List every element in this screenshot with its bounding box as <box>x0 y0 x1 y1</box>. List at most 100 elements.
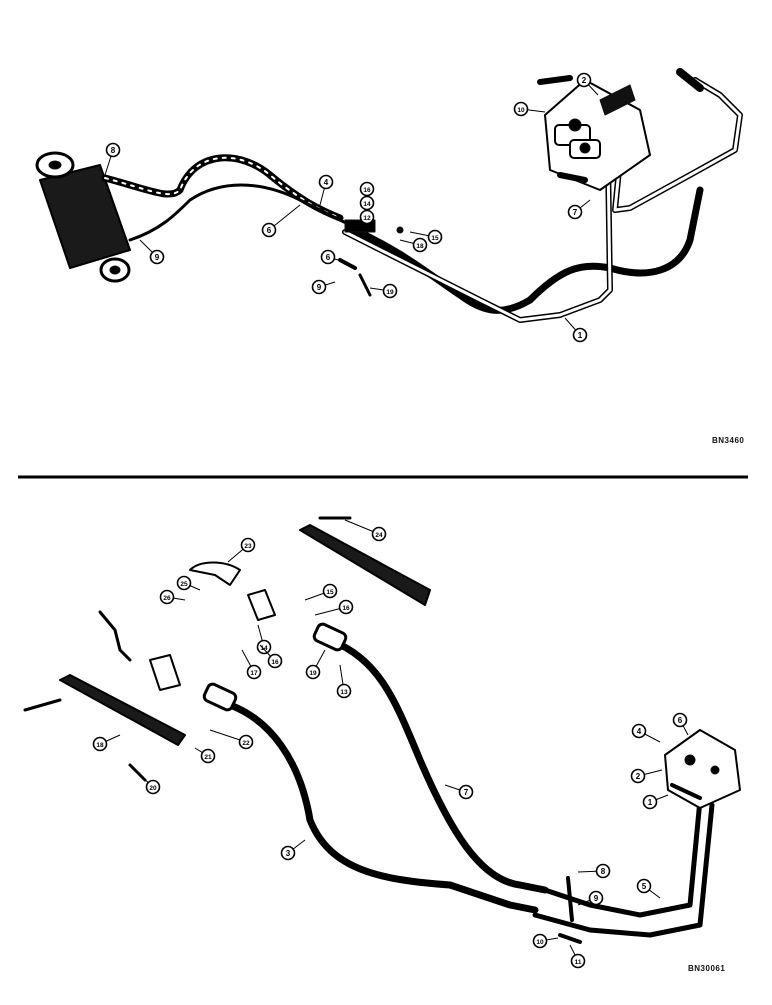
callout-circle <box>261 222 277 238</box>
callout-circle <box>338 599 354 615</box>
callout-b25: 10 <box>532 933 559 949</box>
callout-circle <box>458 784 474 800</box>
callout-circle <box>513 101 529 117</box>
callout-t9: 12 <box>359 209 375 229</box>
callout-number: 8 <box>111 146 116 155</box>
callout-number: 6 <box>326 253 331 262</box>
callout-b5: 15 <box>304 583 338 601</box>
mounting-bracket-upper <box>299 524 431 606</box>
callout-number: 6 <box>678 716 683 725</box>
callout-b13: 22 <box>209 729 254 750</box>
callout-circle <box>570 953 586 969</box>
callout-number: 20 <box>149 785 157 792</box>
callout-circle <box>567 204 583 220</box>
callout-number: 8 <box>601 867 606 876</box>
callout-t1: 2 <box>576 72 599 96</box>
callout-t16: 1 <box>564 317 588 343</box>
callout-b8: 16 <box>259 644 283 669</box>
callout-number: 3 <box>286 849 291 858</box>
callout-circle <box>256 639 272 655</box>
callout-number: 7 <box>464 788 469 797</box>
callout-number: 22 <box>242 740 250 747</box>
callout-number: 1 <box>578 331 583 340</box>
callout-number: 15 <box>326 589 334 596</box>
callout-number: 16 <box>363 187 371 194</box>
hydraulic-cylinder <box>35 151 131 283</box>
callout-number: 16 <box>271 659 279 666</box>
callout-circle <box>636 878 652 894</box>
hose-3 <box>226 701 539 914</box>
callout-number: 23 <box>244 543 252 550</box>
callout-circle <box>238 734 254 750</box>
callout-circle <box>246 664 262 680</box>
callout-circle <box>149 249 165 265</box>
callout-circle <box>359 195 375 211</box>
callout-t2: 10 <box>513 101 546 117</box>
callout-b18: 4 <box>631 723 661 743</box>
callout-t5: 6 <box>261 204 301 238</box>
callout-circle <box>588 890 604 906</box>
callout-number: 9 <box>155 253 160 262</box>
callout-circle <box>642 794 658 810</box>
callout-circle <box>320 249 336 265</box>
callout-number: 4 <box>637 727 642 736</box>
callout-number: 16 <box>342 605 350 612</box>
callout-circle <box>311 279 327 295</box>
callout-number: 4 <box>324 178 329 187</box>
callout-circle <box>280 845 296 861</box>
callout-number: 10 <box>517 107 525 114</box>
callout-number: 21 <box>204 754 212 761</box>
callout-t7: 16 <box>359 181 375 211</box>
callout-circle <box>336 683 352 699</box>
callout-circle <box>672 712 688 728</box>
callout-layer: 2108964161412151869197124232526151614161… <box>92 72 689 969</box>
callout-number: 9 <box>594 894 599 903</box>
callout-circle <box>318 174 334 190</box>
callout-b24: 5 <box>636 878 661 899</box>
callout-circle <box>576 72 592 88</box>
callout-number: 9 <box>317 283 322 292</box>
callout-b3: 25 <box>176 575 201 591</box>
callout-b4: 26 <box>159 589 186 605</box>
callout-b19: 6 <box>672 712 689 736</box>
callout-b9: 17 <box>241 649 262 680</box>
clip-14 <box>247 589 276 621</box>
pipe-5b <box>532 802 715 938</box>
callout-t13: 9 <box>311 279 336 295</box>
callout-b15: 20 <box>139 774 161 795</box>
callout-b12: 18 <box>92 734 121 752</box>
callout-number: 24 <box>375 532 383 539</box>
callout-b20: 2 <box>630 768 663 784</box>
callout-b11: 13 <box>336 664 352 699</box>
coupling-lower <box>202 682 238 712</box>
valve-bottom <box>664 729 741 809</box>
bottom-drawing-code: BN30061 <box>688 964 726 973</box>
callout-number: 26 <box>163 595 171 602</box>
callout-circle <box>159 589 175 605</box>
callout-circle <box>92 736 108 752</box>
callout-circle <box>322 583 338 599</box>
callout-t12: 6 <box>320 249 346 265</box>
callout-b21: 1 <box>642 794 669 810</box>
callout-circle <box>240 537 256 553</box>
bottom-diagram <box>23 516 741 944</box>
callout-number: 11 <box>575 959 582 966</box>
callout-number: 14 <box>363 201 371 208</box>
callout-b10: 19 <box>305 649 326 680</box>
mounting-bracket-lower <box>59 674 186 746</box>
callout-t15: 7 <box>567 199 591 220</box>
callout-b26: 11 <box>569 944 586 969</box>
callout-t14: 19 <box>369 283 398 299</box>
callout-number: 13 <box>340 689 348 696</box>
callout-circle <box>382 283 398 299</box>
callout-number: 17 <box>250 670 258 677</box>
bolt-8 <box>566 876 574 922</box>
callout-circle <box>371 526 387 542</box>
callout-b7: 14 <box>256 624 272 655</box>
callout-number: 14 <box>260 645 268 652</box>
clip-left <box>98 610 132 662</box>
callout-circle <box>631 723 647 739</box>
callout-circle <box>572 327 588 343</box>
callout-number: 15 <box>431 235 439 242</box>
callout-circle <box>630 768 646 784</box>
